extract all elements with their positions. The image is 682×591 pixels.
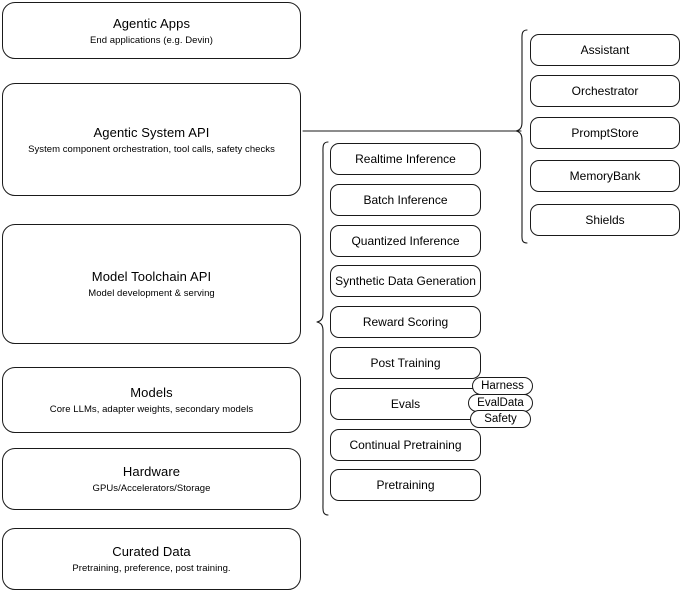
chip-label: Pretraining bbox=[376, 477, 435, 492]
toolchain-component-reward-scoring[interactable]: Reward Scoring bbox=[330, 306, 481, 338]
pill-label: Safety bbox=[484, 413, 517, 425]
chip-label: Evals bbox=[390, 396, 421, 411]
chip-label: Orchestrator bbox=[571, 83, 639, 98]
chip-label: PromptStore bbox=[571, 125, 639, 140]
chip-label: Shields bbox=[585, 212, 625, 227]
pill-label: Harness bbox=[481, 380, 524, 392]
toolchain-component-synthetic-data-generation[interactable]: Synthetic Data Generation bbox=[330, 265, 481, 297]
toolchain-component-continual-pretraining[interactable]: Continual Pretraining bbox=[330, 429, 481, 461]
layer-title: Curated Data bbox=[112, 544, 191, 559]
eval-subcomponent-safety[interactable]: Safety bbox=[470, 410, 531, 428]
layer-agentic-apps[interactable]: Agentic Apps End applications (e.g. Devi… bbox=[2, 2, 301, 59]
layer-models[interactable]: Models Core LLMs, adapter weights, secon… bbox=[2, 367, 301, 433]
toolchain-component-quantized-inference[interactable]: Quantized Inference bbox=[330, 225, 481, 257]
layer-subtitle: End applications (e.g. Devin) bbox=[90, 34, 213, 46]
eval-subcomponent-harness[interactable]: Harness bbox=[472, 377, 533, 395]
layer-curated-data[interactable]: Curated Data Pretraining, preference, po… bbox=[2, 528, 301, 590]
chip-label: MemoryBank bbox=[569, 168, 641, 183]
layer-subtitle: GPUs/Accelerators/Storage bbox=[92, 483, 211, 494]
chip-label: Assistant bbox=[580, 42, 630, 57]
layer-hardware[interactable]: Hardware GPUs/Accelerators/Storage bbox=[2, 448, 301, 510]
layer-agentic-system-api[interactable]: Agentic System API System component orch… bbox=[2, 83, 301, 196]
layer-subtitle: System component orchestration, tool cal… bbox=[28, 143, 275, 155]
toolchain-components-brace bbox=[316, 141, 329, 516]
chip-label: Synthetic Data Generation bbox=[335, 273, 476, 288]
toolchain-component-batch-inference[interactable]: Batch Inference bbox=[330, 184, 481, 216]
layer-title: Model Toolchain API bbox=[91, 269, 212, 284]
chip-label: Continual Pretraining bbox=[349, 437, 462, 452]
layer-title: Agentic Apps bbox=[112, 15, 191, 31]
system-component-promptstore[interactable]: PromptStore bbox=[530, 117, 680, 149]
layer-title: Agentic System API bbox=[93, 124, 210, 140]
chip-label: Realtime Inference bbox=[355, 151, 456, 166]
chip-label: Quantized Inference bbox=[351, 233, 460, 248]
pill-label: EvalData bbox=[477, 397, 524, 409]
system-components-brace bbox=[515, 29, 528, 244]
system-component-orchestrator[interactable]: Orchestrator bbox=[530, 75, 680, 107]
toolchain-component-realtime-inference[interactable]: Realtime Inference bbox=[330, 143, 481, 175]
toolchain-component-post-training[interactable]: Post Training bbox=[330, 347, 481, 379]
system-component-assistant[interactable]: Assistant bbox=[530, 34, 680, 66]
chip-label: Reward Scoring bbox=[362, 314, 449, 329]
layer-model-toolchain-api[interactable]: Model Toolchain API Model development & … bbox=[2, 224, 301, 344]
layer-title: Models bbox=[130, 385, 173, 400]
chip-label: Batch Inference bbox=[363, 192, 448, 207]
system-component-memorybank[interactable]: MemoryBank bbox=[530, 160, 680, 192]
layer-subtitle: Core LLMs, adapter weights, secondary mo… bbox=[49, 404, 254, 415]
toolchain-component-pretraining[interactable]: Pretraining bbox=[330, 469, 481, 501]
chip-label: Post Training bbox=[370, 355, 441, 370]
layer-subtitle: Pretraining, preference, post training. bbox=[72, 563, 231, 574]
toolchain-component-evals[interactable]: Evals bbox=[330, 388, 481, 420]
layer-subtitle: Model development & serving bbox=[88, 288, 215, 299]
system-component-shields[interactable]: Shields bbox=[530, 204, 680, 236]
layer-title: Hardware bbox=[122, 464, 181, 479]
